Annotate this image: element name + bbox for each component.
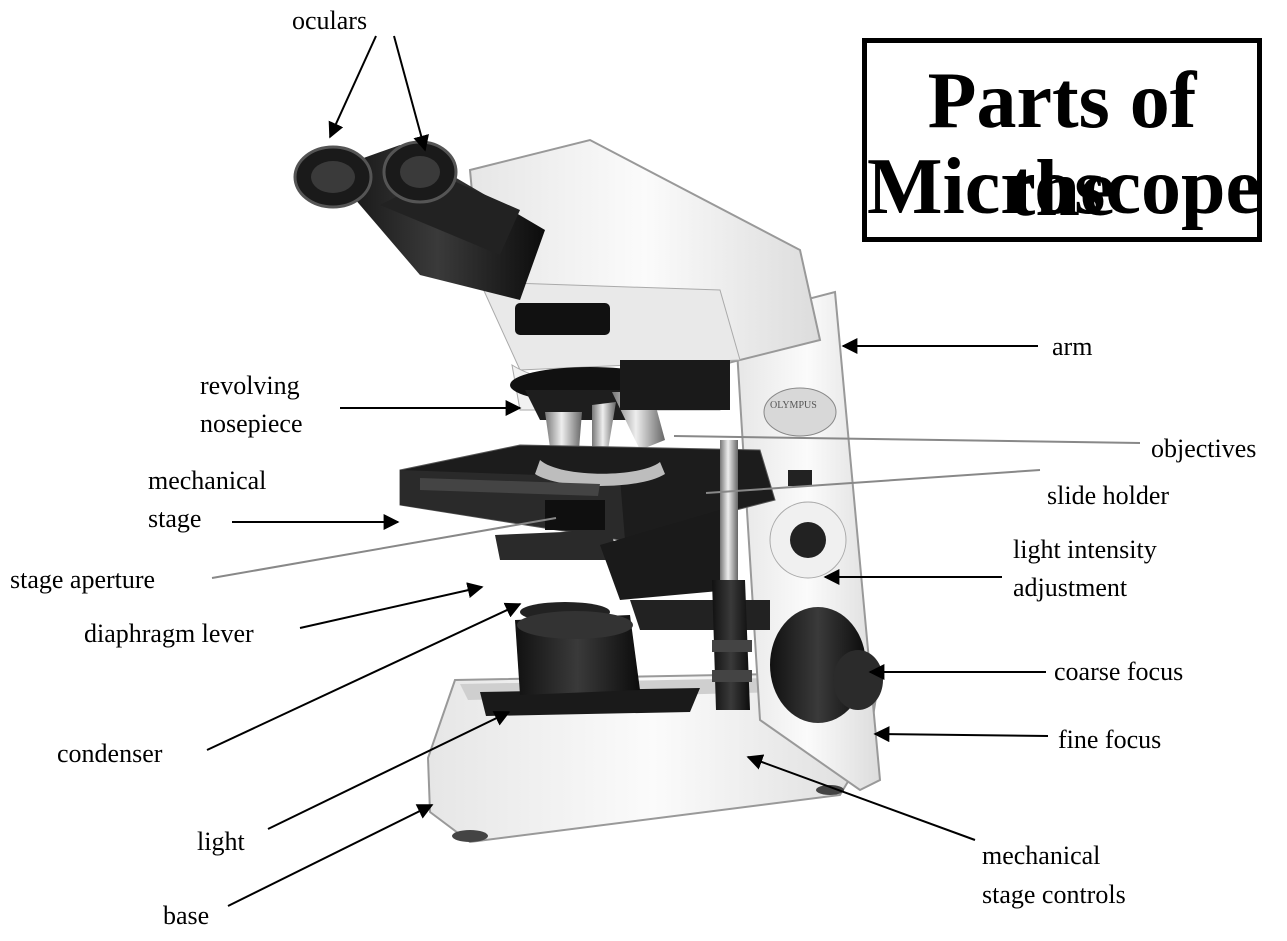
label-arm: arm	[1052, 331, 1092, 363]
svg-text:OLYMPUS: OLYMPUS	[770, 400, 817, 411]
title-box: Parts of the Microscope	[862, 38, 1262, 242]
pointer-oculars-left	[330, 36, 376, 137]
label-nosepiece: nosepiece	[200, 408, 303, 440]
label-mechanical-stage-1: mechanical	[148, 465, 266, 497]
pointer-fine-focus	[875, 734, 1048, 736]
fine-focus-knob	[833, 650, 883, 710]
pointer-base	[228, 805, 432, 906]
label-oculars: oculars	[292, 5, 367, 37]
label-fine-focus: fine focus	[1058, 724, 1161, 756]
label-light: light	[197, 826, 245, 858]
label-stage-aperture: stage aperture	[10, 564, 155, 596]
label-slide-holder: slide holder	[1047, 480, 1169, 512]
label-mechanical-stage-2: stage	[148, 503, 201, 535]
label-base: base	[163, 900, 209, 932]
label-coarse-focus: coarse focus	[1054, 656, 1183, 688]
pointer-oculars-right	[394, 36, 425, 150]
title-line-2: Microscope	[867, 143, 1257, 231]
label-revolving: revolving	[200, 370, 300, 402]
pointer-diaphragm-lever	[300, 587, 482, 628]
label-stage-controls-1: mechanical	[982, 840, 1100, 872]
label-light-intensity-2: adjustment	[1013, 572, 1127, 604]
label-objectives: objectives	[1151, 433, 1256, 465]
label-stage-controls-2: stage controls	[982, 879, 1126, 911]
label-diaphragm-lever: diaphragm lever	[84, 618, 254, 650]
label-light-intensity-1: light intensity	[1013, 534, 1157, 566]
label-condenser: condenser	[57, 738, 162, 770]
